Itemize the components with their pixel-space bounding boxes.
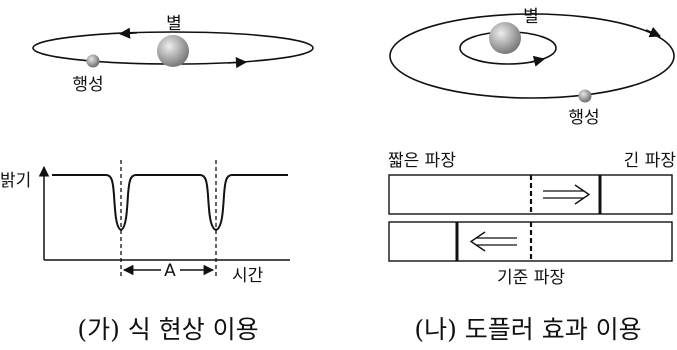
- star-a-label: 별: [166, 14, 182, 34]
- star-a: [157, 35, 189, 67]
- brightness-curve: [52, 174, 288, 232]
- caption-a: (가) 식 현상 이용: [77, 315, 258, 344]
- double-arrow-right: [543, 184, 591, 205]
- inner-orbit-arrow: [530, 55, 546, 67]
- reference-wavelength-label: 기준 파장: [497, 268, 565, 288]
- light-curve-graph: 밝기 A 시간: [0, 160, 290, 286]
- x-axis-label: 시간: [232, 266, 264, 286]
- planet-a-label: 행성: [72, 75, 103, 95]
- double-arrow-left: [469, 231, 517, 252]
- panel-a-eclipse: 별 행성 밝기 A 시간 (가) 식 현상 이용: [0, 14, 314, 344]
- spectrum-panel: 짧은 파장 긴 파장 기준 파장: [388, 151, 676, 288]
- outer-orbit-arrow: [645, 26, 662, 38]
- star-b: [489, 22, 521, 54]
- planet-a: [86, 54, 100, 68]
- long-wavelength-label: 긴 파장: [624, 151, 677, 171]
- orbit-a-arrow-bottom: [227, 56, 248, 69]
- short-wavelength-label: 짧은 파장: [388, 151, 456, 171]
- planet-b: [578, 89, 592, 103]
- panel-b-doppler: 별 행성 짧은 파장 긴 파장 기준 파장 (나) 도플러 효: [388, 7, 676, 344]
- y-axis-label: 밝기: [0, 171, 31, 191]
- planet-b-label: 행성: [568, 108, 599, 128]
- star-b-label: 별: [523, 7, 539, 27]
- caption-b: (나) 도플러 효과 이용: [414, 315, 641, 344]
- orbit-a-arrow-top: [118, 27, 138, 39]
- period-label: A: [164, 261, 176, 281]
- outer-orbit: [389, 13, 675, 99]
